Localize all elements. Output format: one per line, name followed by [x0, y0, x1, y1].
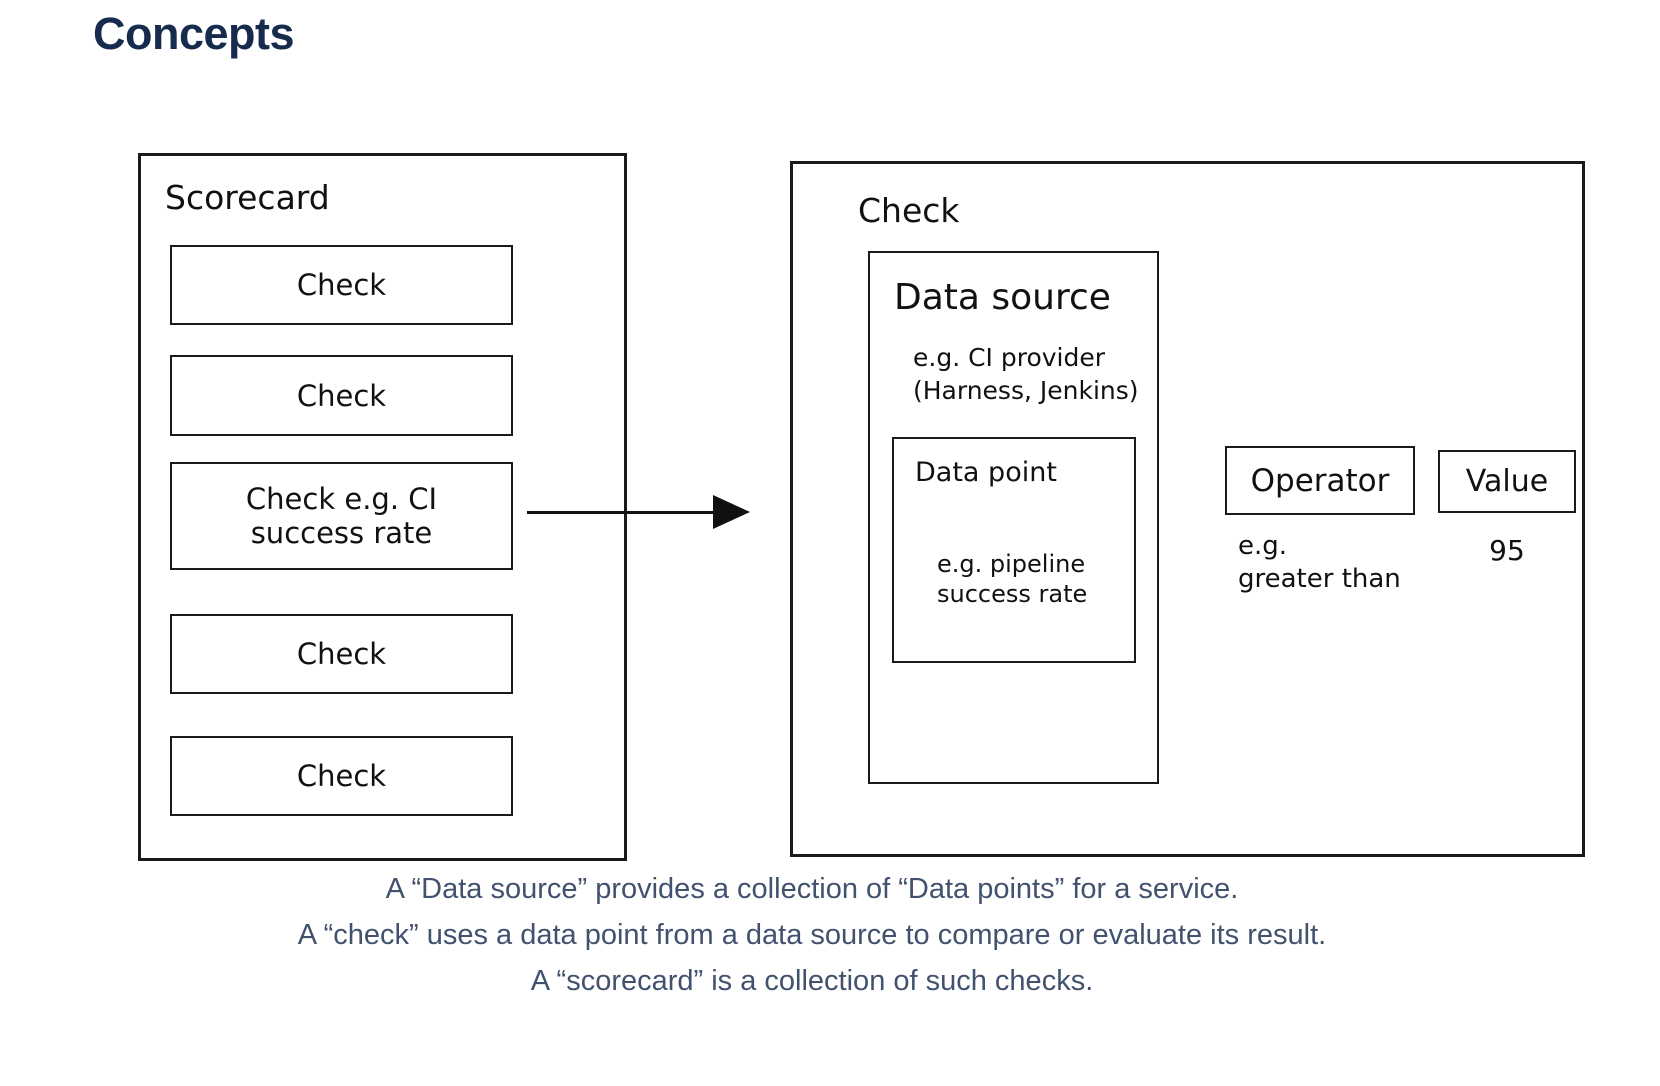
- data-point-example: e.g. pipeline success rate: [937, 550, 1088, 608]
- caption-line-scorecard: A “scorecard” is a collection of such ch…: [530, 965, 1094, 997]
- data-source-example: e.g. CI provider (Harness, Jenkins): [913, 343, 1139, 405]
- scorecard-check-box-ci-success-rate: Check e.g. CI success rate: [170, 462, 513, 570]
- operator-example: e.g. greater than: [1238, 531, 1401, 594]
- data-point-label: Data point: [915, 457, 1057, 488]
- arrow-head-icon: [713, 495, 750, 529]
- check-panel-label: Check: [858, 191, 960, 230]
- scorecard-label: Scorecard: [165, 178, 330, 217]
- caption-line-data-source: A “Data source” provides a collection of…: [385, 873, 1239, 905]
- arrow-line: [527, 511, 714, 514]
- value-example: 95: [1489, 534, 1525, 567]
- page-title: Concepts: [93, 8, 295, 59]
- caption-line-check: A “check” uses a data point from a data …: [297, 919, 1327, 951]
- scorecard-check-box-2: Check: [170, 355, 513, 436]
- caption-block: A “Data source” provides a collection of…: [0, 866, 1624, 1004]
- scorecard-container: Scorecard Check Check Check e.g. CI succ…: [138, 153, 627, 861]
- check-detail-container: Check Data source e.g. CI provider (Harn…: [790, 161, 1585, 857]
- data-source-label: Data source: [894, 277, 1111, 318]
- data-point-box: Data point e.g. pipeline success rate: [892, 437, 1136, 663]
- scorecard-check-box-5: Check: [170, 736, 513, 816]
- value-box: Value: [1438, 450, 1576, 513]
- data-source-box: Data source e.g. CI provider (Harness, J…: [868, 251, 1159, 784]
- scorecard-check-box-1: Check: [170, 245, 513, 325]
- scorecard-check-box-4: Check: [170, 614, 513, 694]
- operator-box: Operator: [1225, 446, 1415, 515]
